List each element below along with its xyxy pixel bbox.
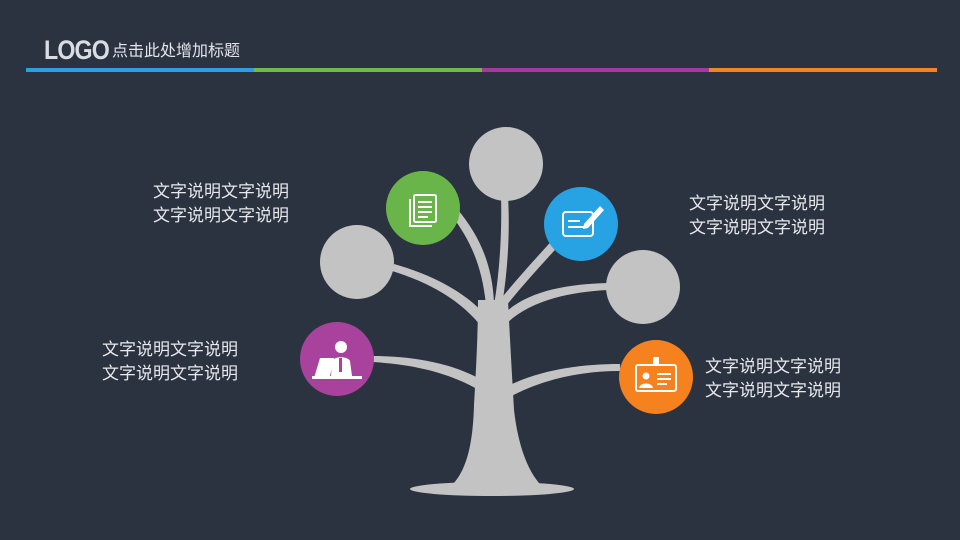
label-line: 文字说明文字说明 — [689, 194, 825, 214]
logo: LOGO — [44, 35, 110, 65]
slide-title[interactable]: 点击此处增加标题 — [112, 41, 241, 60]
bar-orange — [709, 68, 937, 72]
leaf-circle-left — [320, 225, 394, 299]
orange-node[interactable] — [619, 340, 693, 414]
purple-node[interactable] — [300, 322, 374, 396]
header-color-bar — [26, 68, 937, 72]
branch-right-mid — [505, 283, 608, 325]
leaf-circle-right — [606, 250, 680, 324]
label-bottom-left[interactable]: 文字说明文字说明 文字说明文字说明 — [102, 338, 238, 386]
label-line: 文字说明文字说明 — [153, 206, 289, 226]
label-bottom-right[interactable]: 文字说明文字说明 文字说明文字说明 — [705, 355, 841, 403]
branch-right-lower — [508, 364, 620, 398]
label-line: 文字说明文字说明 — [689, 218, 825, 238]
id-badge-icon — [635, 357, 677, 392]
label-line: 文字说明文字说明 — [102, 340, 238, 360]
edit-note-icon — [562, 206, 604, 237]
branch-upper-right — [500, 234, 564, 306]
branch-left-lower — [372, 356, 482, 392]
label-top-right[interactable]: 文字说明文字说明 文字说明文字说明 — [689, 192, 825, 240]
blue-node[interactable] — [544, 187, 618, 261]
label-line: 文字说明文字说明 — [153, 182, 289, 202]
bar-blue — [26, 68, 254, 72]
label-line: 文字说明文字说明 — [102, 364, 238, 384]
bar-purple — [481, 68, 710, 72]
bar-green — [253, 68, 482, 72]
tree-trunk — [446, 300, 546, 490]
branch-upper-center — [494, 196, 509, 305]
label-line: 文字说明文字说明 — [705, 357, 841, 377]
leaf-circle-top — [469, 127, 543, 201]
document-stack-icon — [409, 194, 437, 227]
green-node[interactable] — [386, 171, 460, 245]
branch-left-mid — [392, 264, 486, 330]
label-line: 文字说明文字说明 — [705, 381, 841, 401]
presenter-laptop-icon — [312, 341, 362, 379]
branch-upper-left — [452, 210, 494, 305]
label-top-left[interactable]: 文字说明文字说明 文字说明文字说明 — [153, 180, 289, 228]
